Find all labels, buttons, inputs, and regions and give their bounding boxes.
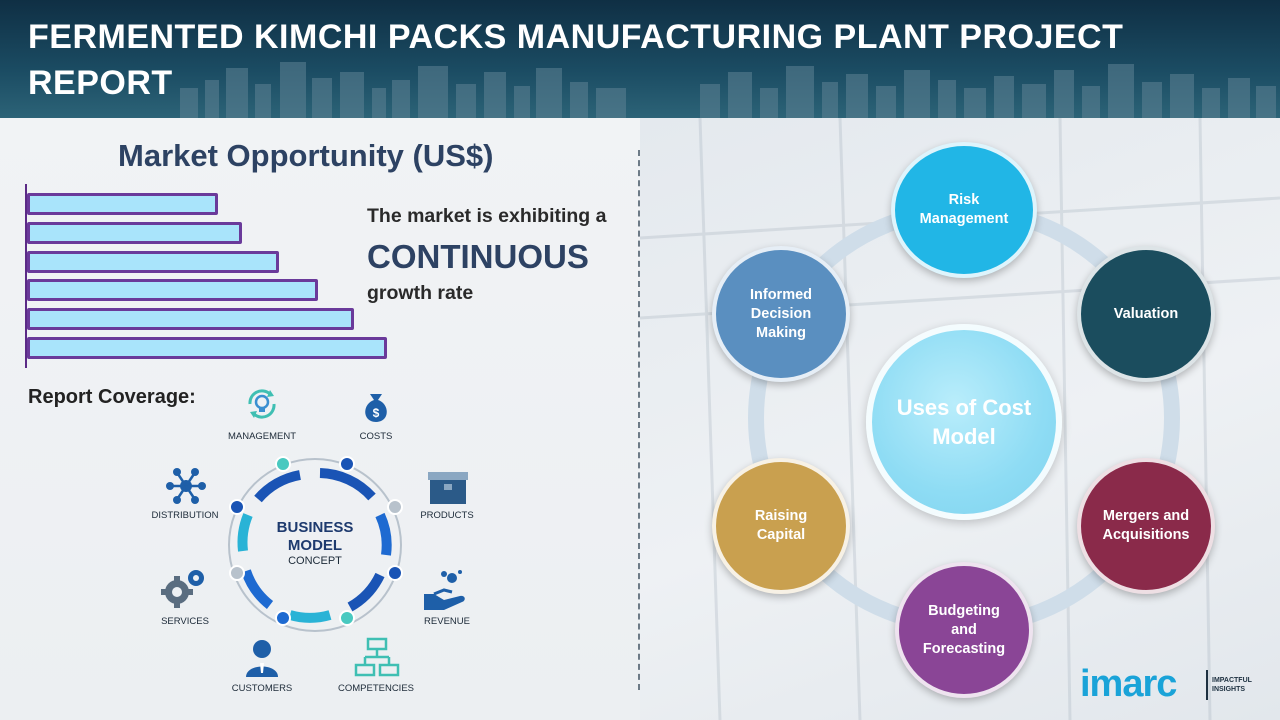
coverage-label-revenue: REVENUE: [424, 616, 470, 627]
management-icon: [248, 389, 276, 419]
services-gears-icon: [161, 570, 204, 608]
logo-tagline: IMPACTFUL INSIGHTS: [1212, 677, 1252, 693]
uses-of-cost-model-center: Uses of Cost Model: [866, 324, 1062, 520]
node-informed-decision-making: Informed Decision Making: [712, 246, 850, 382]
market-statement-line3: growth rate: [367, 282, 474, 304]
node-label-informed: Informed Decision Making: [749, 286, 813, 341]
market-bar-2: [27, 221, 243, 244]
report-coverage-heading: Report Coverage:: [28, 386, 196, 408]
coverage-label-services: SERVICES: [161, 616, 209, 627]
business-model-diagram: BUSINESS MODEL CONCEPT: [150, 375, 480, 700]
node-label-budgeting: Budgeting and Forecasting: [922, 602, 1006, 657]
imarc-logo: imarc IMPACTFUL INSIGHTS: [1080, 662, 1270, 710]
market-statement-line1: The market is exhibiting a: [367, 205, 607, 227]
page-title: FERMENTED KIMCHI PACKS MANUFACTURING PLA…: [28, 18, 1124, 102]
node-mergers-acquisitions: Mergers and Acquisitions: [1077, 458, 1215, 594]
center-label: Uses of Cost Model: [896, 395, 1032, 449]
node-budgeting-forecasting: Budgeting and Forecasting: [895, 562, 1033, 698]
coverage-label-customers: CUSTOMERS: [231, 683, 293, 694]
chart-axis: [25, 184, 27, 368]
node-label-risk: Risk Management: [919, 192, 1009, 227]
products-icon: [428, 472, 468, 504]
node-raising-capital: Raising Capital: [712, 458, 850, 594]
distribution-icon: [166, 468, 206, 504]
business-model-label-2: MODEL: [287, 537, 343, 554]
city-skyline-image: [180, 62, 1276, 118]
coverage-label-costs: COSTS: [359, 431, 393, 442]
market-bar-4: [27, 279, 318, 302]
competencies-icon: [354, 637, 400, 677]
market-statement-emphasis: CONTINUOUS: [367, 238, 589, 275]
node-label-mergers: Mergers and Acquisitions: [1102, 508, 1190, 543]
market-bar-6: [27, 337, 387, 359]
panel-divider: [638, 150, 640, 690]
customer-icon: [246, 640, 278, 677]
market-bar-5: [27, 308, 354, 331]
coverage-label-distribution: DISTRIBUTION: [151, 510, 219, 521]
coverage-label-competencies: COMPETENCIES: [337, 683, 414, 694]
market-bar-3: [27, 250, 280, 273]
revenue-hand-icon: [424, 570, 465, 610]
node-valuation: Valuation: [1077, 246, 1215, 382]
market-opportunity-title: Market Opportunity (US$): [118, 138, 494, 173]
logo-separator: [1206, 670, 1208, 700]
business-model-label: BUSINESS: [276, 519, 354, 536]
node-label-raising: Raising Capital: [754, 508, 808, 543]
business-model-ring: [228, 456, 403, 632]
header-banner: FERMENTED KIMCHI PACKS MANUFACTURING PLA…: [0, 0, 1280, 118]
coverage-label-products: PRODUCTS: [420, 510, 474, 521]
node-label-valuation: Valuation: [1113, 305, 1179, 322]
node-risk-management: Risk Management: [891, 142, 1037, 278]
money-bag-icon: $: [365, 394, 387, 422]
logo-wordmark: imarc: [1080, 663, 1177, 705]
svg-text:$: $: [373, 406, 380, 420]
market-bar-1: [27, 193, 219, 215]
business-model-label-3: CONCEPT: [288, 555, 342, 567]
coverage-label-management: MANAGEMENT: [227, 431, 297, 442]
